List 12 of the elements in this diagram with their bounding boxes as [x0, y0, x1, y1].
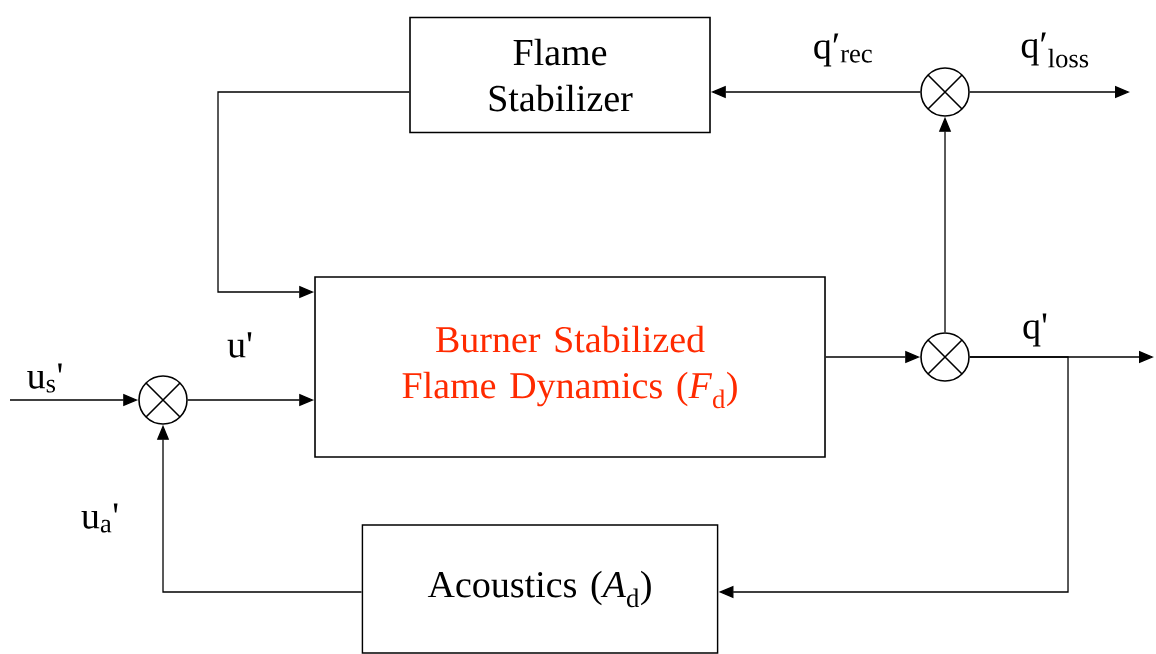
block-box: Flame Stabilizer — [409, 16, 711, 134]
block-box: Acoustics (A$_{d}$) — [361, 524, 719, 654]
edge-label: u' — [226, 331, 254, 359]
edge-label: q′$_{rec}$ — [811, 32, 875, 68]
multiplier-junction — [920, 332, 970, 382]
multiplier-junction — [920, 67, 970, 117]
edge-label: u$_{a}$' — [79, 502, 121, 534]
edge-label: u$_{s}$' — [25, 362, 65, 394]
edge-label: q' — [1021, 312, 1049, 348]
multiplier-junction — [138, 375, 188, 425]
edge-label: q′$_{loss}$ — [1019, 31, 1091, 69]
block-box: Burner Stabilized Flame Dynamics (F$_{d}$) — [314, 276, 826, 458]
